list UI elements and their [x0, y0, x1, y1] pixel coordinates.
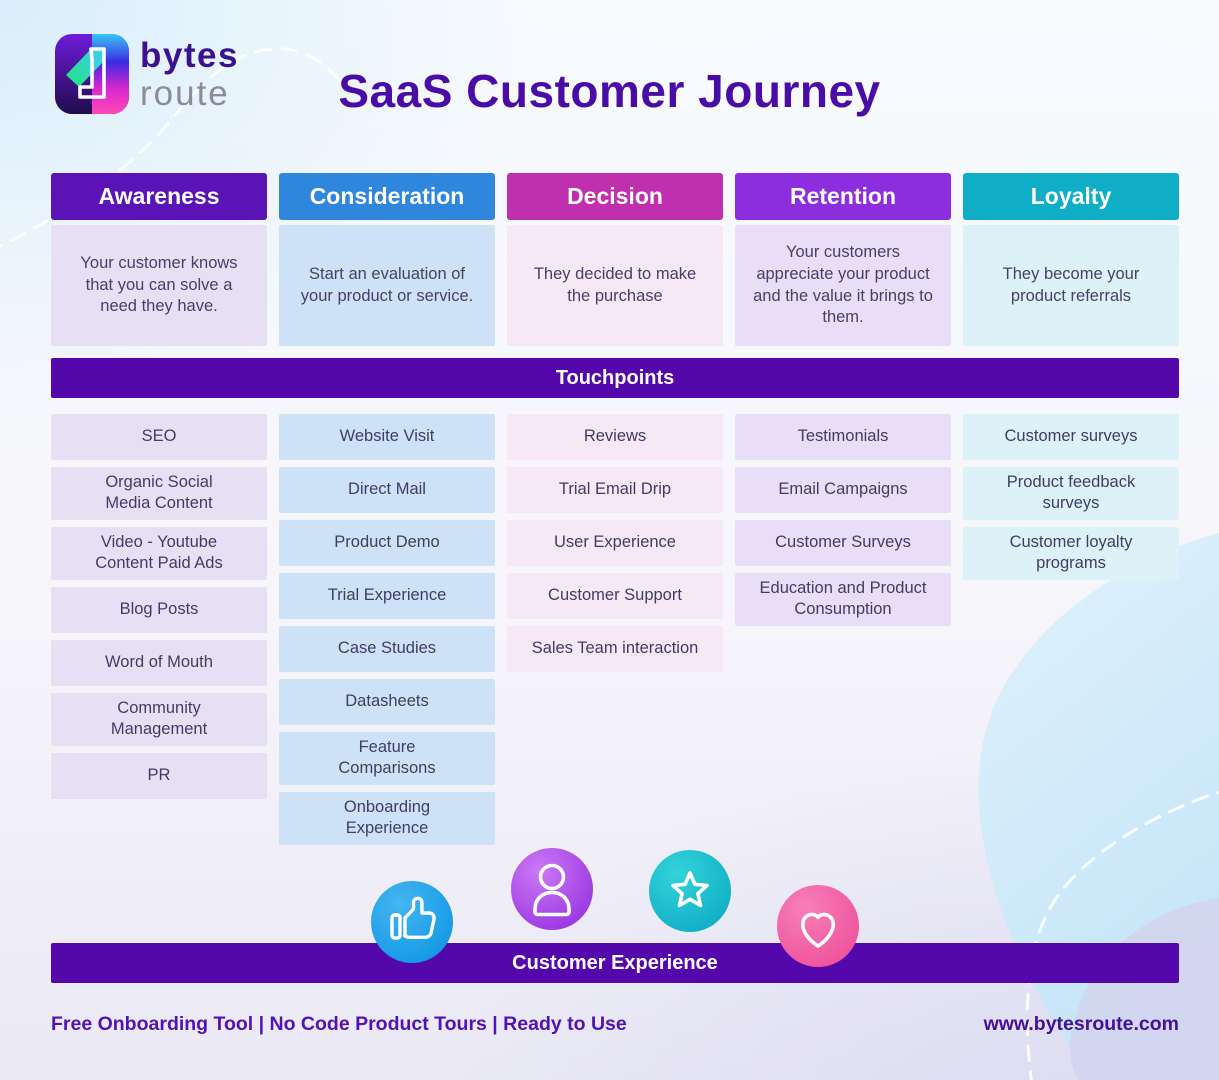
- brand-logo: bytes route: [55, 34, 239, 114]
- lavender-blob: [1070, 898, 1219, 1080]
- touchpoint-item: SEO: [51, 414, 267, 460]
- footer-website: www.bytesroute.com: [983, 1013, 1179, 1035]
- touchpoints-banner: Touchpoints: [51, 358, 1179, 398]
- touchpoint-item: Trial Experience: [279, 573, 495, 619]
- touchpoint-item: Email Campaigns: [735, 467, 951, 513]
- brand-subname: route: [140, 73, 230, 113]
- stage-header-loyalty: Loyalty: [963, 173, 1179, 220]
- touchpoint-item: Sales Team interaction: [507, 626, 723, 672]
- stage-description-awareness: Your customer knows that you can solve a…: [51, 225, 267, 346]
- touchpoint-item: Customer Support: [507, 573, 723, 619]
- dashed-curve-bottom-right: [1025, 790, 1219, 1080]
- stage-description-decision: They decided to make the purchase: [507, 225, 723, 346]
- touchpoint-item: Customer Surveys: [735, 520, 951, 566]
- touchpoint-item: Organic Social Media Content: [51, 467, 267, 520]
- touchpoint-item: Video - Youtube Content Paid Ads: [51, 526, 267, 580]
- touchpoint-item: Word of Mouth: [51, 639, 267, 686]
- touchpoint-item: Datasheets: [279, 679, 495, 725]
- touchpoint-item: User Experience: [507, 520, 723, 566]
- heart-icon: [777, 885, 859, 967]
- person-icon: [511, 848, 593, 930]
- brand-logo-icon: [55, 34, 129, 114]
- stage-header-consideration: Consideration: [279, 173, 495, 220]
- touchpoint-item: Education and Product Consumption: [735, 573, 951, 626]
- brand-name: bytes: [140, 35, 239, 75]
- stage-description-consideration: Start an evaluation of your product or s…: [279, 225, 495, 346]
- touchpoint-item: Customer surveys: [963, 414, 1179, 460]
- touchpoint-item: Product Demo: [279, 520, 495, 566]
- thumbs-up-icon: [371, 881, 453, 963]
- touchpoint-item: Onboarding Experience: [279, 791, 495, 845]
- touchpoint-item: Blog Posts: [51, 586, 267, 633]
- brand-wordmark: bytes route: [140, 38, 239, 111]
- stage-header-decision: Decision: [507, 173, 723, 220]
- touchpoint-item: Feature Comparisons: [279, 732, 495, 785]
- star-icon: [649, 850, 731, 932]
- footer-tagline: Free Onboarding Tool | No Code Product T…: [51, 1013, 627, 1035]
- touchpoint-item: Website Visit: [279, 414, 495, 460]
- touchpoint-item: Testimonials: [735, 414, 951, 460]
- touchpoint-item: Trial Email Drip: [507, 467, 723, 513]
- customer-experience-banner: Customer Experience: [51, 943, 1179, 983]
- stage-description-retention: Your customers appreciate your product a…: [735, 225, 951, 346]
- stage-description-loyalty: They become your product referrals: [963, 225, 1179, 346]
- touchpoint-item: Case Studies: [279, 626, 495, 672]
- stage-header-awareness: Awareness: [51, 173, 267, 220]
- touchpoint-item: Community Management: [51, 692, 267, 746]
- touchpoint-item: Customer loyalty programs: [963, 526, 1179, 580]
- stage-header-retention: Retention: [735, 173, 951, 220]
- touchpoint-item: PR: [51, 752, 267, 799]
- touchpoint-item: Direct Mail: [279, 467, 495, 513]
- touchpoint-item: Product feedback surveys: [963, 467, 1179, 520]
- touchpoint-item: Reviews: [507, 414, 723, 460]
- page-title: SaaS Customer Journey: [338, 65, 881, 117]
